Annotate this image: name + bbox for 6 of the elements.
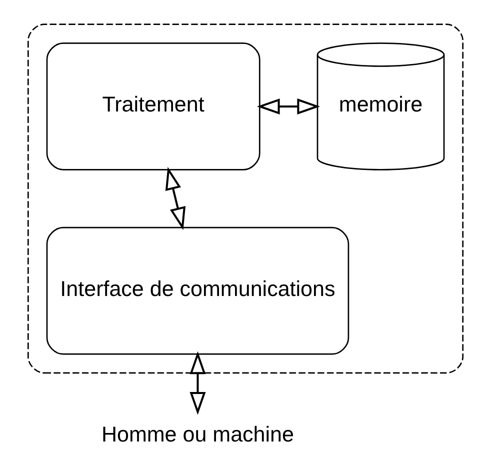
node-box: Traitement (46, 42, 260, 170)
arrow (189, 351, 206, 415)
node-box: Interface de communications (46, 226, 349, 355)
arrow (164, 166, 186, 230)
arrow (256, 98, 320, 114)
node-text: Homme ou machine (100, 422, 294, 446)
